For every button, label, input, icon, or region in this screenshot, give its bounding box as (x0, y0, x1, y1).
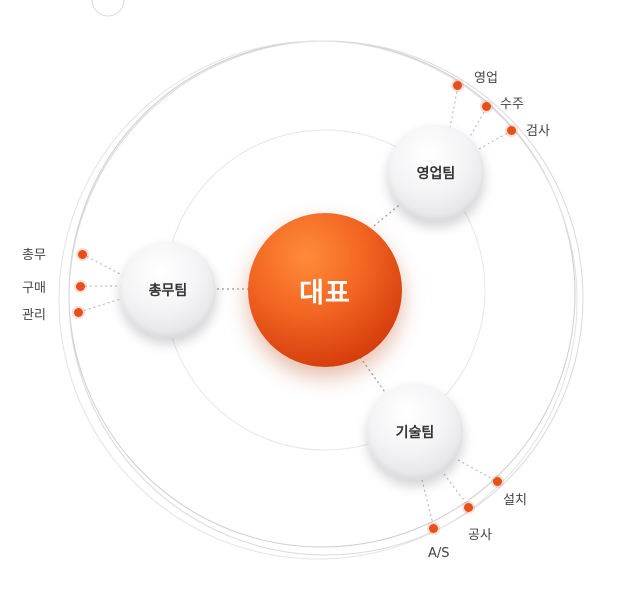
leaf-label-gwanri: 관리 (22, 308, 46, 323)
connector-yeongeop-3 (478, 130, 512, 150)
team-node-gisul[interactable]: 기술팀 (367, 384, 463, 480)
leaf-label-as: A/S (428, 546, 450, 561)
connector-yeongeop-2 (467, 106, 488, 141)
connector-gisul-3 (421, 479, 435, 529)
connector-gisul-1 (457, 459, 499, 483)
leaf-label-gumae: 구매 (22, 281, 46, 296)
team-node-gisul-label: 기술팀 (395, 425, 435, 441)
team-node-yeongeop[interactable]: 영업팀 (388, 125, 484, 221)
leaf-dot-chongmu (78, 250, 87, 259)
leaf-label-chongmu: 총무 (22, 248, 46, 263)
outer-ring-3 (58, 40, 578, 560)
connector-center-yeongeop (373, 200, 405, 227)
team-node-chongmu-label: 총무팀 (148, 283, 188, 299)
connector-gisul-2 (443, 473, 470, 508)
leaf-label-gongsa: 공사 (468, 528, 492, 543)
connector-yeongeop-1 (448, 85, 459, 134)
leaf-label-suju: 수주 (500, 97, 524, 112)
center-node-label: 대표 (299, 277, 351, 309)
leaf-dot-geomsa (507, 126, 516, 135)
leaf-dot-as (429, 524, 438, 533)
leaf-dot-gumae (76, 282, 85, 291)
top-arc-decoration (91, 0, 125, 17)
team-node-chongmu[interactable]: 총무팀 (120, 242, 216, 338)
leaf-label-yeongeop: 영업 (474, 71, 498, 86)
leaf-label-geomsa: 검사 (526, 124, 550, 139)
connector-chongmu-3 (78, 297, 125, 313)
team-node-yeongeop-label: 영업팀 (416, 166, 456, 182)
center-node-ceo[interactable]: 대표 (248, 213, 402, 367)
leaf-dot-gongsa (464, 503, 473, 512)
leaf-dot-suju (482, 102, 491, 111)
connector-chongmu-1 (81, 253, 125, 277)
leaf-dot-seolchi (493, 477, 502, 486)
leaf-dot-yeongeop (453, 81, 462, 90)
leaf-dot-gwanri (74, 308, 83, 317)
connector-center-gisul (359, 356, 388, 396)
leaf-label-seolchi: 설치 (503, 493, 527, 508)
